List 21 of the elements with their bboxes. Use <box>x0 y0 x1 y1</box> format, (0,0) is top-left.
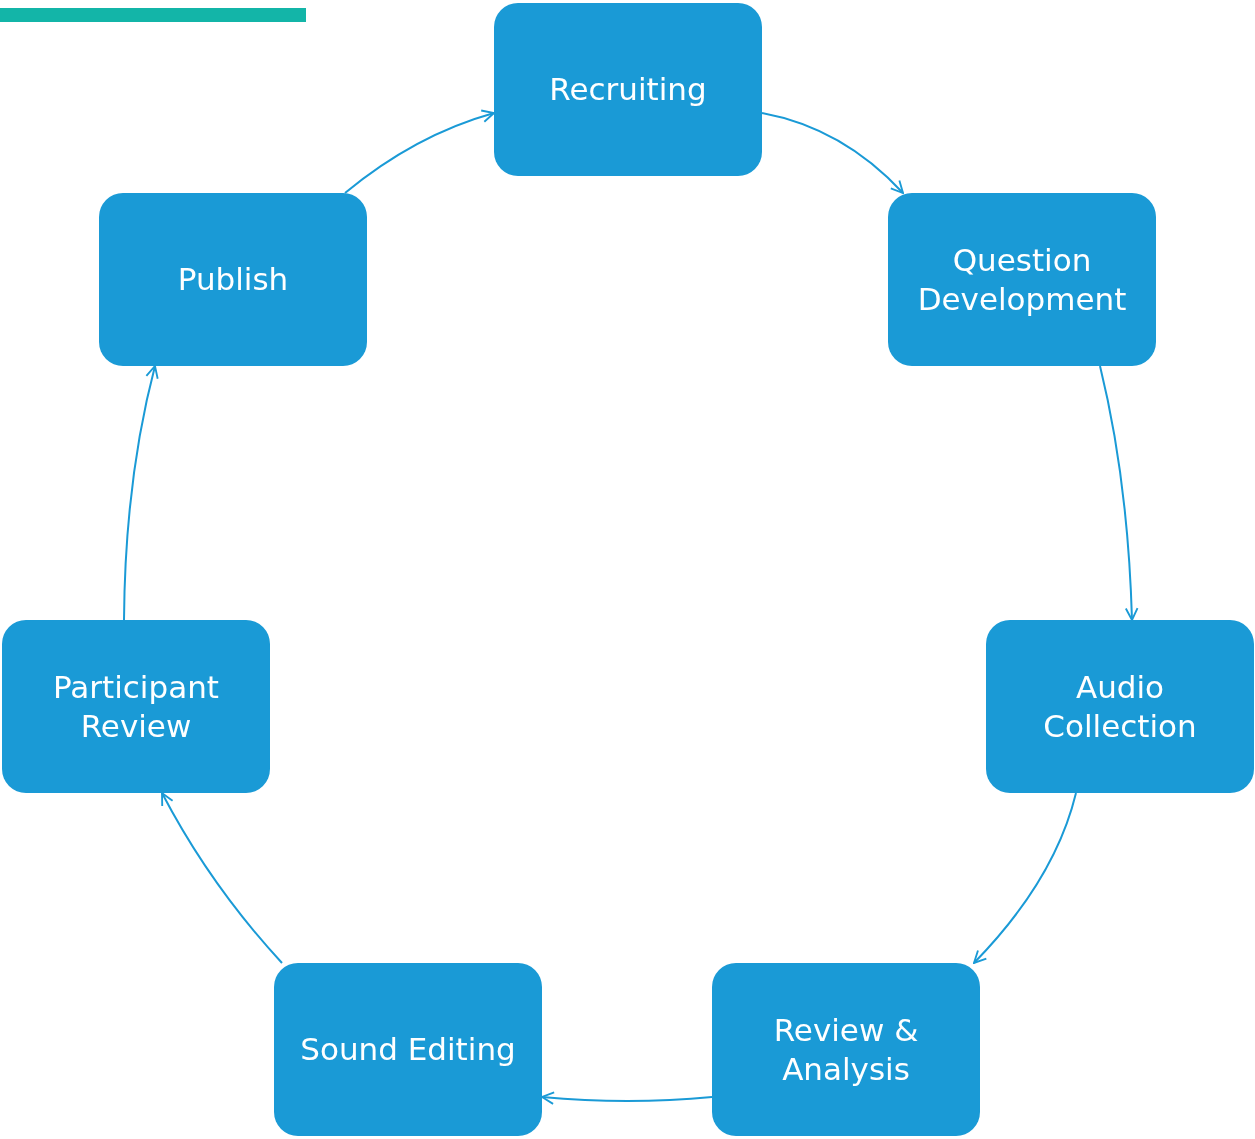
step-label: Participant Review <box>52 667 220 746</box>
arrow <box>973 792 1077 964</box>
arrow <box>1099 365 1139 621</box>
step-label: Question Development <box>916 240 1128 319</box>
process-box <box>712 963 980 1136</box>
process-box <box>274 963 542 1136</box>
process-box <box>2 620 270 793</box>
step-label: Review & Analysis <box>772 1010 920 1089</box>
process-box <box>888 193 1156 366</box>
arrow <box>161 792 283 964</box>
step-label: Audio Collection <box>1042 667 1198 746</box>
arrow <box>541 1091 713 1105</box>
step-label: Recruiting <box>549 70 707 109</box>
step-label: Publish <box>177 260 289 299</box>
step-label: Sound Editing <box>300 1030 516 1069</box>
process-box <box>986 620 1254 793</box>
arrow <box>123 365 159 621</box>
arrow <box>761 112 904 194</box>
arrow <box>344 109 495 194</box>
process-box <box>99 193 367 366</box>
process-box <box>494 3 762 176</box>
